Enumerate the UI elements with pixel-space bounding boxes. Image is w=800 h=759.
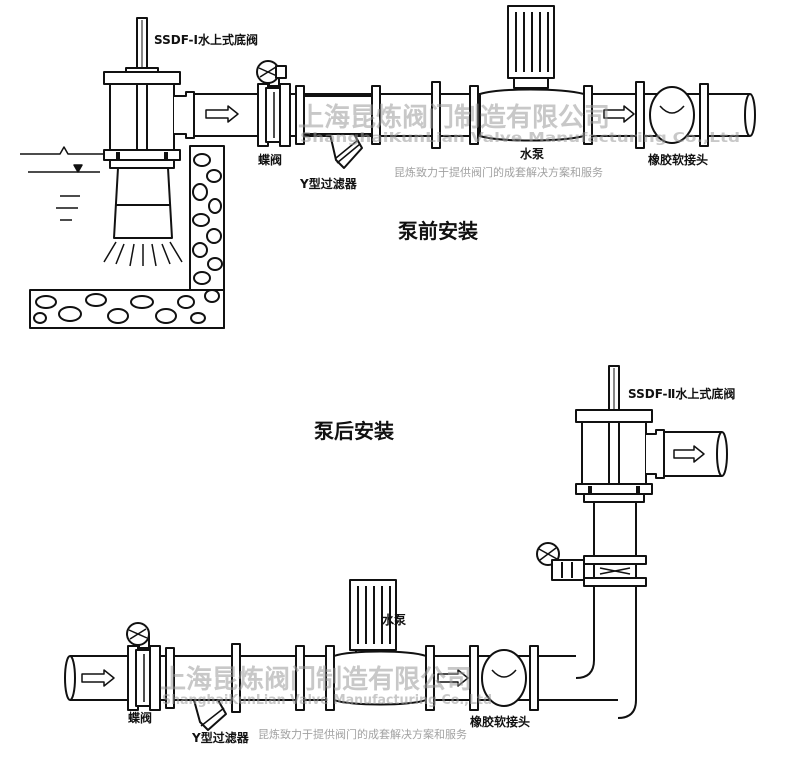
rubber-joint <box>649 86 695 144</box>
watermark-company-en: ShanghaiKunLian Valve Manufacturing Co.,… <box>300 131 740 146</box>
flow-arrow-icon <box>205 105 239 123</box>
bottom-installation <box>64 365 728 731</box>
watermark-slogan: 昆炼致力于提供阀门的成套解决方案和服务 <box>258 727 467 741</box>
flow-arrow-icon <box>603 105 635 123</box>
y-strainer <box>165 643 241 731</box>
bottom-joint-label: 橡胶软接头 <box>470 714 530 729</box>
bottom-pump-label: 水泵 <box>382 612 406 627</box>
watermark: 上海昆炼阀门制造有限公司 ShanghaiKunLian Valve Manuf… <box>160 103 740 741</box>
top-strainer-label: Y型过滤器 <box>299 176 358 191</box>
water-surface-symbol <box>20 146 110 221</box>
riser-side-valve <box>536 542 585 581</box>
rubber-joint <box>481 649 527 707</box>
watermark-company-cn: 上海昆炼阀门制造有限公司 <box>160 665 472 695</box>
bottom-section-title: 泵后安装 <box>314 419 394 443</box>
water-pump <box>479 5 585 142</box>
outlet-pipe <box>664 431 728 477</box>
pipe-flange <box>295 645 539 711</box>
water-pump <box>333 579 427 706</box>
y-strainer <box>295 85 381 169</box>
vertical-riser <box>575 500 647 719</box>
bottom-valve-label: SSDF-Ⅱ水上式底阀 <box>628 386 735 401</box>
bottom-strainer-label: Y型过滤器 <box>191 730 250 745</box>
watermark-company-cn: 上海昆炼阀门制造有限公司 <box>298 103 610 133</box>
watermark-slogan: 昆炼致力于提供阀门的成套解决方案和服务 <box>394 165 603 179</box>
bottom-valve-ssdf-2 <box>575 365 665 503</box>
bottom-butterfly-label: 蝶阀 <box>128 710 152 725</box>
tank-wall <box>29 145 225 329</box>
top-section-title: 泵前安装 <box>398 219 478 243</box>
butterfly-valve <box>256 60 291 147</box>
top-butterfly-label: 蝶阀 <box>258 152 282 167</box>
top-pump-label: 水泵 <box>520 146 544 161</box>
butterfly-valve <box>126 622 161 711</box>
watermark-company-en: ShanghaiKunLian Valve Manufacturing Co.,… <box>162 693 492 708</box>
suction-bell <box>103 167 183 267</box>
top-joint-label: 橡胶软接头 <box>648 152 708 167</box>
bottom-valve-ssdf-1 <box>103 17 195 169</box>
top-valve-label: SSDF-Ⅰ水上式底阀 <box>154 32 258 47</box>
top-installation <box>20 5 756 329</box>
